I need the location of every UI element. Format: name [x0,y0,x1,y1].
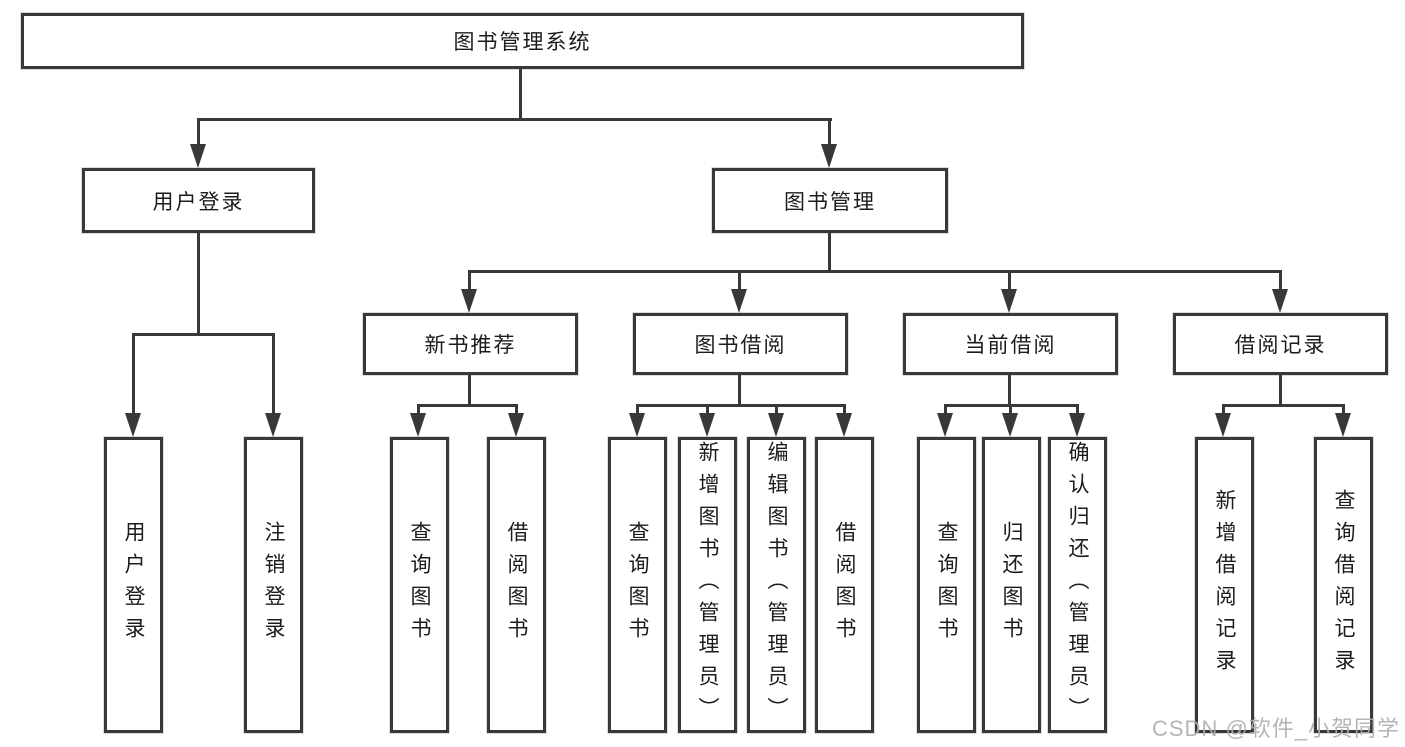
connector-book-borrowing-stem [738,375,741,407]
arrowhead-query-borrow-record [1335,413,1351,437]
connector-drop-book-management [828,118,831,148]
node-leaf-edit-books-admin-label: 编辑图书（管理员） [765,441,788,729]
connector-current-borrowing-stem [1008,375,1011,407]
node-book-management: 图书管理 [712,168,948,233]
node-leaf-query-books-current: 查询图书 [917,437,976,733]
node-leaf-user-login-label: 用户登录 [122,521,145,649]
node-leaf-user-login: 用户登录 [104,437,163,733]
arrowhead-confirm-return-admin [1069,413,1085,437]
arrowhead-borrow-books-borrowing [836,413,852,437]
connector-borrowing-records-stem [1279,375,1282,407]
arrowhead-leaf-logout [265,413,281,437]
node-leaf-add-borrow-record-label: 新增借阅记录 [1213,489,1236,681]
arrowhead-query-books-recommend [410,413,426,437]
connector-drop-borrowing-records [1279,270,1282,292]
connector-drop-query-books-current [944,404,947,416]
node-leaf-borrow-books-recommend: 借阅图书 [487,437,546,733]
connector-book-borrowing-bar [636,404,846,407]
node-root-label: 图书管理系统 [453,31,592,54]
connector-new-book-recommend-stem [468,375,471,407]
connector-level1-bar [197,118,832,121]
node-borrowing-records: 借阅记录 [1173,313,1388,375]
connector-drop-borrow-books-borrowing [843,404,846,416]
node-current-borrowing-label: 当前借阅 [964,334,1057,357]
node-book-management-label: 图书管理 [784,190,876,214]
node-leaf-query-borrow-record: 查询借阅记录 [1314,437,1373,733]
connector-new-book-recommend-bar [417,404,518,407]
node-leaf-query-books-borrowing: 查询图书 [608,437,667,733]
connector-drop-borrow-books-recommend [515,404,518,416]
node-borrowing-records-label: 借阅记录 [1234,334,1327,357]
node-new-book-recommend-label: 新书推荐 [424,334,517,357]
connector-borrowing-records-bar [1222,404,1345,407]
node-leaf-return-books-label: 归还图书 [1000,521,1023,649]
connector-drop-query-books-recommend [417,404,420,416]
connector-drop-current-borrowing [1008,270,1011,292]
node-leaf-add-books-admin: 新增图书（管理员） [678,437,737,733]
node-leaf-borrow-books-borrowing: 借阅图书 [815,437,874,733]
connector-drop-edit-books-admin [775,404,778,416]
connector-drop-query-borrow-record [1342,404,1345,416]
node-user-login-label: 用户登录 [152,190,245,214]
node-leaf-confirm-return-admin-label: 确认归还（管理员） [1066,441,1089,729]
connector-drop-book-borrowing [738,270,741,292]
node-leaf-edit-books-admin: 编辑图书（管理员） [747,437,806,733]
connector-level2-bar [468,270,1282,273]
arrowhead-leaf-user-login [125,413,141,437]
node-leaf-add-books-admin-label: 新增图书（管理员） [696,441,719,729]
connector-drop-user-login [197,118,200,148]
connector-drop-add-borrow-record [1222,404,1225,416]
connector-drop-confirm-return-admin [1076,404,1079,416]
node-leaf-return-books: 归还图书 [982,437,1041,733]
arrowhead-user-login [190,144,206,168]
node-book-borrowing: 图书借阅 [633,313,848,375]
csdn-watermark: CSDN @软件_小贺同学 [1152,716,1401,741]
node-user-login: 用户登录 [82,168,315,233]
connector-book-management-stem [828,233,831,273]
node-leaf-query-books-borrowing-label: 查询图书 [626,521,649,649]
connector-root-stem [519,69,522,120]
connector-drop-query-books-borrowing [636,404,639,416]
arrowhead-return-books [1002,413,1018,437]
node-leaf-logout: 注销登录 [244,437,303,733]
connector-drop-new-book-recommend [468,270,471,292]
connector-drop-add-books-admin [706,404,709,416]
arrowhead-query-books-borrowing [629,413,645,437]
node-leaf-add-borrow-record: 新增借阅记录 [1195,437,1254,733]
node-leaf-logout-label: 注销登录 [262,521,285,649]
arrowhead-new-book-recommend [461,289,477,313]
node-leaf-borrow-books-recommend-label: 借阅图书 [505,521,528,649]
arrowhead-borrowing-records [1272,289,1288,313]
node-leaf-confirm-return-admin: 确认归还（管理员） [1048,437,1107,733]
connector-drop-leaf-user-login [132,333,135,415]
arrowhead-add-books-admin [699,413,715,437]
arrowhead-edit-books-admin [768,413,784,437]
node-root: 图书管理系统 [21,13,1024,69]
arrowhead-current-borrowing [1001,289,1017,313]
node-new-book-recommend: 新书推荐 [363,313,578,375]
node-leaf-query-books-recommend-label: 查询图书 [408,521,431,649]
node-leaf-borrow-books-borrowing-label: 借阅图书 [833,521,856,649]
arrowhead-query-books-current [937,413,953,437]
node-leaf-query-books-current-label: 查询图书 [935,521,958,649]
connector-drop-leaf-logout [272,333,275,415]
node-leaf-query-borrow-record-label: 查询借阅记录 [1332,489,1355,681]
node-book-borrowing-label: 图书借阅 [694,334,787,357]
arrowhead-book-management [821,144,837,168]
connector-user-login-stem [197,233,200,336]
node-leaf-query-books-recommend: 查询图书 [390,437,449,733]
connector-user-login-bar [132,333,275,336]
arrowhead-add-borrow-record [1215,413,1231,437]
arrowhead-book-borrowing [731,289,747,313]
arrowhead-borrow-books-recommend [508,413,524,437]
connector-drop-return-books [1009,404,1012,416]
node-current-borrowing: 当前借阅 [903,313,1118,375]
